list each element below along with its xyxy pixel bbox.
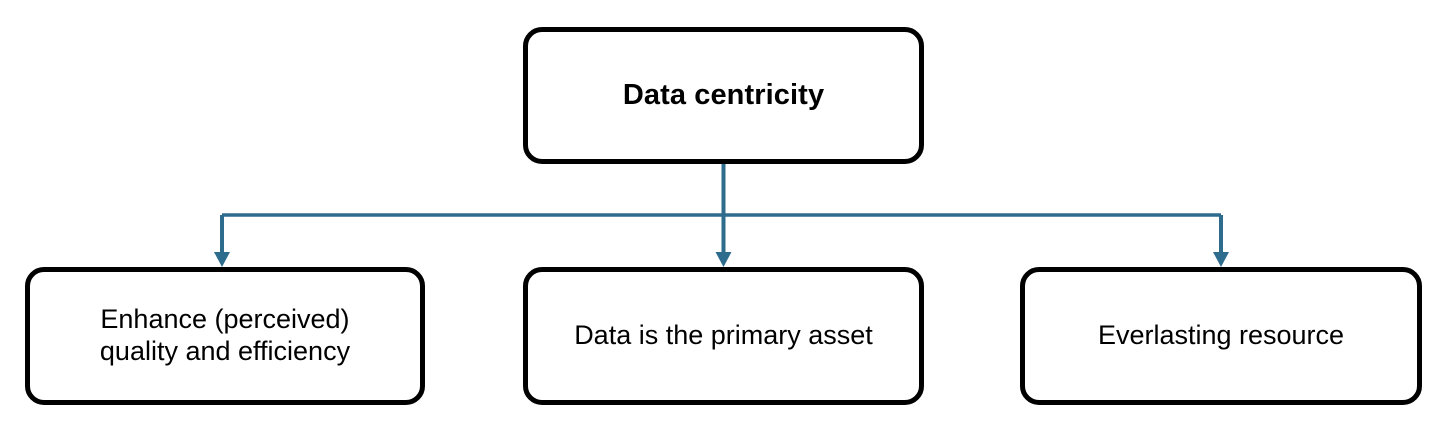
node-everlasting-resource[interactable]: Everlasting resource: [1020, 267, 1422, 405]
node-root-label: Data centricity: [622, 79, 825, 112]
arrowhead-center: [715, 252, 732, 267]
arrowhead-left: [214, 252, 230, 267]
node-child-2-label: Data is the primary asset: [574, 320, 873, 351]
arrowhead-right: [1213, 252, 1229, 267]
node-data-primary-asset[interactable]: Data is the primary asset: [523, 267, 924, 405]
node-child-1-label: Enhance (perceived) quality and efficien…: [99, 304, 351, 366]
node-data-centricity[interactable]: Data centricity: [523, 27, 924, 164]
node-child-3-label: Everlasting resource: [1097, 320, 1345, 351]
node-enhance-quality-efficiency[interactable]: Enhance (perceived) quality and efficien…: [25, 267, 425, 405]
